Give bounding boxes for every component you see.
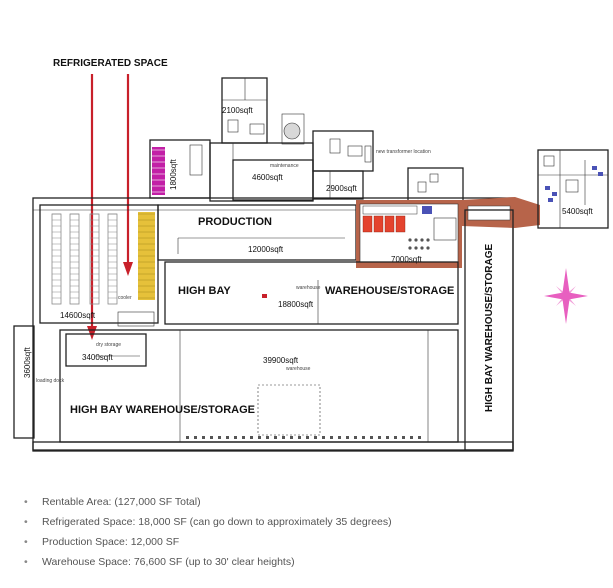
room-3400-label: 3400sqft xyxy=(82,353,113,362)
room-4600-label: 4600sqft xyxy=(252,173,283,182)
production-title: PRODUCTION xyxy=(198,216,272,228)
room-2900-label: 2900sqft xyxy=(326,184,357,193)
new-transformer-label: new transformer location xyxy=(376,149,431,155)
refrigerated-storage-14600 xyxy=(39,204,159,327)
bullet-production-space: Production Space: 12,000 SF xyxy=(20,532,392,552)
property-details-list: Rentable Area: (127,000 SF Total) Refrig… xyxy=(20,492,392,572)
warehouse-storage-title: WAREHOUSE/STORAGE xyxy=(325,285,454,297)
vertical-high-bay xyxy=(464,209,514,451)
room-3600-label: 3600sqft xyxy=(23,347,32,378)
callout-arrows xyxy=(87,74,133,340)
high-bay-title: HIGH BAY xyxy=(178,285,231,297)
maintenance-label: maintenance xyxy=(270,163,299,169)
high-bay-warehouse-title: HIGH BAY WAREHOUSE/STORAGE xyxy=(70,404,255,416)
room-1800-label: 1800sqft xyxy=(169,159,178,190)
room-5400-label: 5400sqft xyxy=(562,207,593,216)
dry-storage-label: dry storage xyxy=(96,342,121,348)
south-strip xyxy=(32,441,514,452)
room-7000-label: 7000sqft xyxy=(391,255,422,264)
refrigerated-room-1800 xyxy=(149,139,211,199)
maintenance-block xyxy=(209,142,314,202)
bullet-refrigerated-space: Refrigerated Space: 18,000 SF (can go do… xyxy=(20,512,392,532)
bullet-warehouse-space: Warehouse Space: 76,600 SF (up to 30' cl… xyxy=(20,552,392,572)
warehouse-label-b: warehouse xyxy=(286,366,311,372)
room-18800-label: 18800sqft xyxy=(278,300,314,309)
vertical-high-bay-title: HIGH BAY WAREHOUSE/STORAGE xyxy=(484,243,495,412)
floor-plan: REFRIGERATED SPACE 2100sqft new transfor… xyxy=(13,57,609,452)
warehouse-label-a: warehouse xyxy=(296,285,321,291)
high-bay-18800 xyxy=(164,261,459,325)
east-building-5400 xyxy=(537,149,609,229)
office-block-7000 xyxy=(356,200,462,268)
room-2900-block xyxy=(312,170,364,200)
room-12000-label: 12000sqft xyxy=(248,245,284,254)
dry-storage-3400 xyxy=(65,333,147,367)
cooler-label: cooler xyxy=(118,295,132,301)
east-corridor xyxy=(462,197,540,228)
compass-icon xyxy=(544,268,588,324)
room-14600-label: 14600sqft xyxy=(60,311,96,320)
loading-dock-label: loading dock xyxy=(36,378,65,384)
room-2100-label: 2100sqft xyxy=(222,106,253,115)
refrigerated-space-callout: REFRIGERATED SPACE xyxy=(53,58,168,69)
room-39900-label: 39900sqft xyxy=(263,356,299,365)
bullet-rentable-area: Rentable Area: (127,000 SF Total) xyxy=(20,492,392,512)
